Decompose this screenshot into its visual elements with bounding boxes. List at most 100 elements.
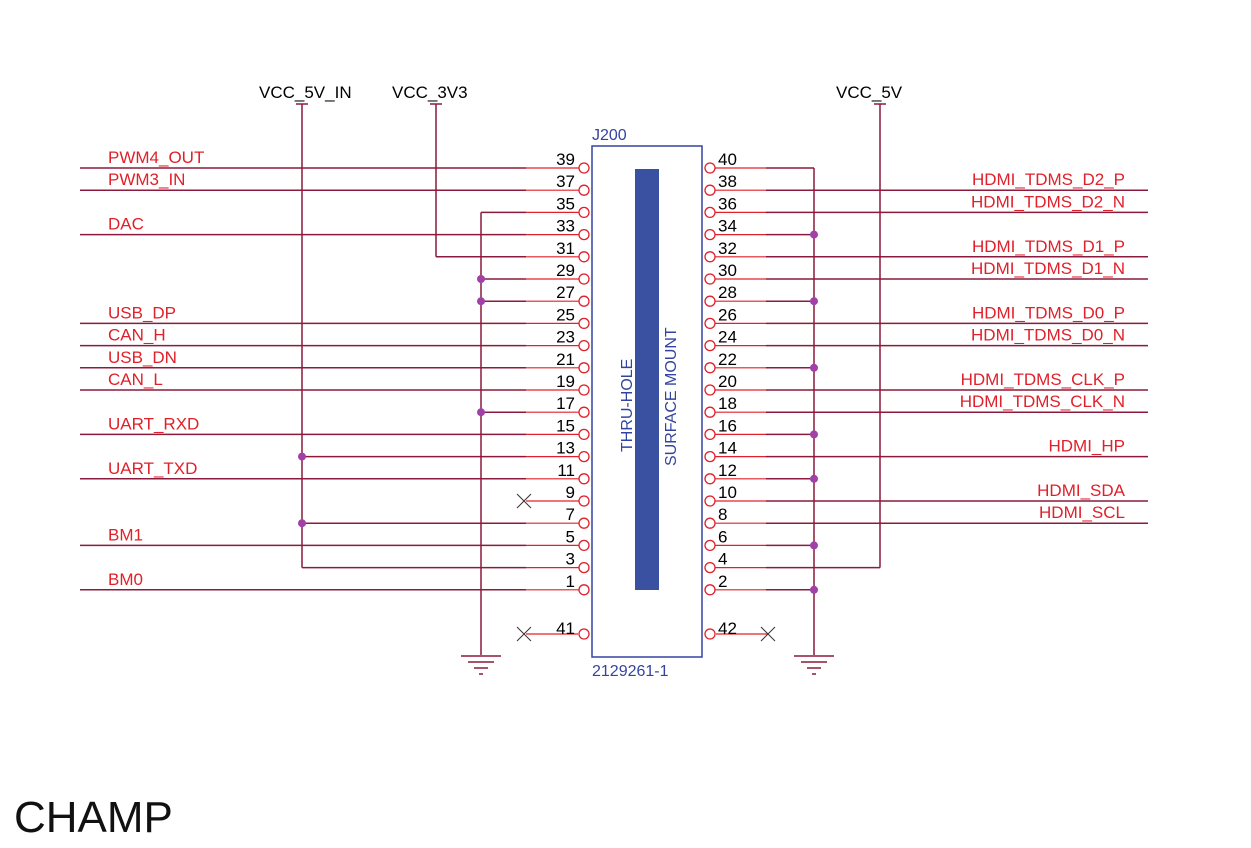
net-label-left: UART_RXD: [108, 414, 199, 433]
pin-circle-left: [578, 273, 590, 285]
pin-number-left: 23: [556, 328, 575, 347]
pin-number-right: 32: [718, 239, 737, 258]
vcc-3v3-label: VCC_3V3: [392, 83, 468, 102]
pin-circle-right: [704, 384, 716, 396]
pin-number-right: 14: [718, 439, 737, 458]
vcc-5v-in-label: VCC_5V_IN: [259, 83, 352, 102]
pin-number-left: 37: [556, 172, 575, 191]
pin-circle-left: [578, 251, 590, 263]
junction-dot: [810, 363, 818, 372]
net-label-right: HDMI_HP: [1048, 437, 1125, 456]
pins-layer: 39PWM4_OUT37PWM3_IN3533DAC31292725USB_DP…: [108, 148, 1126, 640]
no-connect-9: [516, 493, 532, 509]
pin-circle-left: [578, 184, 590, 196]
net-label-right: HDMI_TDMS_CLK_P: [961, 370, 1125, 389]
net-label-left: UART_TXD: [108, 459, 197, 478]
pin-circle-right: [704, 162, 716, 174]
net-label-left: PWM3_IN: [108, 170, 185, 189]
pin-number-right: 40: [718, 150, 737, 169]
pin-circle-left: [578, 584, 590, 596]
pin-number-right: 36: [718, 194, 737, 213]
net-label-left: USB_DP: [108, 303, 176, 322]
net-label-right: HDMI_TDMS_D2_P: [972, 170, 1125, 189]
net-label-right: HDMI_TDMS_D0_N: [971, 326, 1125, 345]
thru-hole-label: THRU-HOLE: [619, 359, 636, 452]
pin-number-right: 2: [718, 572, 727, 591]
pin-circle-left: [578, 384, 590, 396]
net-label-right: HDMI_TDMS_D1_P: [972, 237, 1125, 256]
pin-circle-right: [704, 584, 716, 596]
pin-number-left: 27: [556, 283, 575, 302]
junction-dot: [477, 297, 485, 306]
connector-part-number: 2129261-1: [592, 663, 669, 680]
pin-number-right: 6: [718, 527, 727, 546]
pin-number-left: 39: [556, 150, 575, 169]
pin-circle-left: [578, 539, 590, 552]
net-label-right: HDMI_TDMS_D0_P: [972, 303, 1125, 322]
mount-pin-right-number: 42: [718, 619, 737, 638]
pin-circle-right: [704, 184, 716, 196]
net-label-right: HDMI_SDA: [1037, 481, 1126, 500]
pin-number-left: 21: [556, 350, 575, 369]
pin-number-right: 20: [718, 372, 737, 391]
junction-dot: [810, 541, 818, 550]
pin-circle-right: [704, 317, 716, 330]
pin-number-right: 16: [718, 416, 737, 435]
pin-circle-left: [578, 339, 590, 352]
pin-number-right: 26: [718, 305, 737, 324]
connector-body: [591, 145, 703, 658]
pin-number-left: 9: [566, 483, 575, 502]
pin-number-left: 31: [556, 239, 575, 258]
pin-number-left: 15: [556, 416, 575, 435]
pin-circle-right: [704, 428, 716, 441]
pin-number-right: 38: [718, 172, 737, 191]
net-label-right: HDMI_SCL: [1039, 503, 1125, 522]
pin-number-right: 28: [718, 283, 737, 302]
pin-number-right: 8: [718, 505, 727, 524]
pin-number-left: 7: [566, 505, 575, 524]
pin-circle-left: [578, 228, 590, 241]
junction-dot: [810, 430, 818, 439]
net-label-left: PWM4_OUT: [108, 148, 204, 167]
pin-circle-left: [578, 162, 590, 174]
pin-number-left: 33: [556, 217, 575, 236]
no-connect-42: [760, 626, 776, 642]
pin-circle-left: [578, 450, 590, 463]
pin-circle-right: [704, 228, 716, 241]
pin-circle-right: [704, 295, 716, 307]
pin-number-left: 29: [556, 261, 575, 280]
mount-pin-circle-41: [578, 628, 590, 640]
pin-circle-left: [578, 495, 590, 507]
pin-circle-right: [704, 561, 716, 574]
pin-circle-right: [704, 539, 716, 552]
net-label-right: HDMI_TDMS_CLK_N: [960, 392, 1125, 411]
pin-number-left: 1: [566, 572, 575, 591]
junction-dot: [810, 297, 818, 306]
pin-number-left: 13: [556, 439, 575, 458]
junction-dot: [477, 408, 485, 417]
pin-number-left: 11: [557, 461, 575, 480]
pin-number-left: 5: [566, 527, 575, 546]
surface-mount-label: SURFACE MOUNT: [663, 327, 680, 466]
pin-number-right: 30: [718, 261, 737, 280]
net-label-left: CAN_H: [108, 326, 166, 345]
pin-circle-left: [578, 517, 590, 529]
wires-layer: [80, 103, 1148, 675]
ground-symbol-right: [794, 655, 834, 675]
pin-circle-right: [704, 517, 716, 529]
net-label-left: DAC: [108, 215, 144, 234]
pin-number-right: 10: [718, 483, 737, 502]
junction-dot: [810, 230, 818, 239]
net-label-left: BM1: [108, 525, 143, 544]
pin-circle-right: [704, 406, 716, 418]
net-label-left: CAN_L: [108, 370, 163, 389]
junction-dot: [298, 519, 306, 528]
mount-pin-circle-42: [704, 628, 716, 640]
mount-pin-left-number: 41: [556, 619, 575, 638]
pin-circle-left: [578, 295, 590, 307]
pin-circle-left: [578, 406, 590, 418]
ground-symbol-left: [461, 655, 501, 675]
net-label-left: USB_DN: [108, 348, 177, 367]
pin-circle-left: [578, 473, 590, 485]
